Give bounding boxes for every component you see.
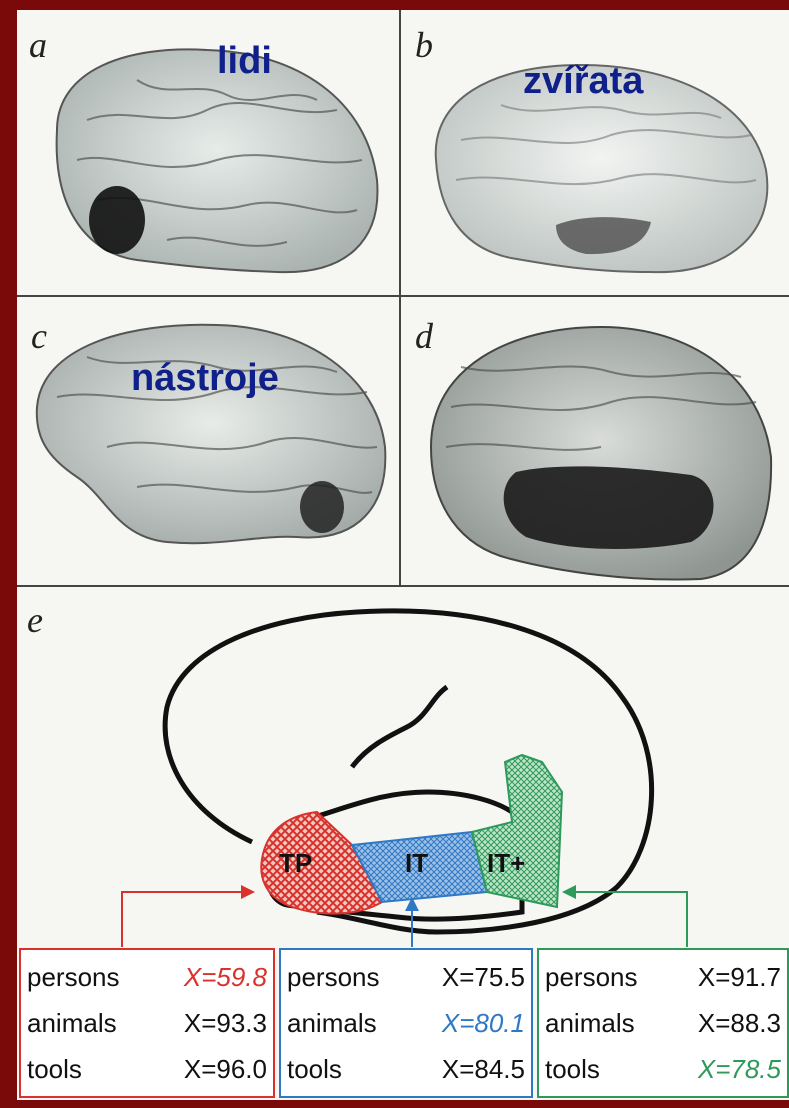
- figure-sheet: a lidi b zvířata: [17, 10, 789, 1100]
- stats-value: X=59.8: [184, 962, 267, 993]
- stats-box-itplus: persons X=91.7 animals X=88.3 tools X=78.5: [537, 948, 789, 1098]
- stats-row: tools X=84.5: [287, 1054, 525, 1094]
- panel-a: a lidi: [17, 10, 399, 295]
- stats-label: tools: [27, 1054, 82, 1085]
- stats-value: X=91.7: [698, 962, 781, 993]
- stats-label: persons: [27, 962, 120, 993]
- stats-row: tools X=78.5: [545, 1054, 781, 1094]
- stats-label: animals: [287, 1008, 377, 1039]
- stats-label: persons: [287, 962, 380, 993]
- panel-b: b zvířata: [401, 10, 789, 295]
- stats-label: animals: [545, 1008, 635, 1039]
- stats-row: persons X=59.8: [27, 962, 267, 1002]
- stats-value: X=78.5: [698, 1054, 781, 1085]
- brain-image-b: [401, 10, 789, 295]
- label-zvirata: zvířata: [523, 60, 643, 103]
- stats-value: X=88.3: [698, 1008, 781, 1039]
- panel-letter-c: c: [31, 315, 47, 357]
- label-lidi: lidi: [217, 40, 272, 83]
- stats-label: tools: [287, 1054, 342, 1085]
- brain-schematic: TP IT IT+: [17, 587, 789, 947]
- brain-image-a: [17, 10, 399, 295]
- region-itplus: [472, 755, 562, 907]
- stats-value: X=96.0: [184, 1054, 267, 1085]
- stats-value: X=93.3: [184, 1008, 267, 1039]
- arrow-itplus: [572, 892, 687, 947]
- arrow-tp: [122, 892, 245, 947]
- region-label-it: IT: [405, 848, 428, 878]
- stats-row: persons X=75.5: [287, 962, 525, 1002]
- region-label-tp: TP: [279, 848, 312, 878]
- stats-row: animals X=93.3: [27, 1008, 267, 1048]
- panel-c: c nástroje: [17, 297, 399, 585]
- stats-row: tools X=96.0: [27, 1054, 267, 1094]
- region-label-itplus: IT+: [487, 848, 525, 878]
- stats-box-tp: persons X=59.8 animals X=93.3 tools X=96.0: [19, 948, 275, 1098]
- panel-d: d: [401, 297, 789, 585]
- stats-row: animals X=80.1: [287, 1008, 525, 1048]
- stats-row: animals X=88.3: [545, 1008, 781, 1048]
- panel-letter-a: a: [29, 24, 47, 66]
- stats-label: tools: [545, 1054, 600, 1085]
- stats-value: X=80.1: [442, 1008, 525, 1039]
- label-nastroje: nástroje: [131, 357, 279, 400]
- stats-row: persons X=91.7: [545, 962, 781, 1002]
- arrow-head-tp: [241, 885, 255, 899]
- stats-label: persons: [545, 962, 638, 993]
- stats-value: X=75.5: [442, 962, 525, 993]
- stats-label: animals: [27, 1008, 117, 1039]
- stats-value: X=84.5: [442, 1054, 525, 1085]
- stats-box-it: persons X=75.5 animals X=80.1 tools X=84.5: [279, 948, 533, 1098]
- arrow-head-itplus: [562, 885, 576, 899]
- panel-letter-b: b: [415, 24, 433, 66]
- brain-image-d: [401, 297, 789, 585]
- brain-image-c: [17, 297, 399, 585]
- panel-letter-d: d: [415, 315, 433, 357]
